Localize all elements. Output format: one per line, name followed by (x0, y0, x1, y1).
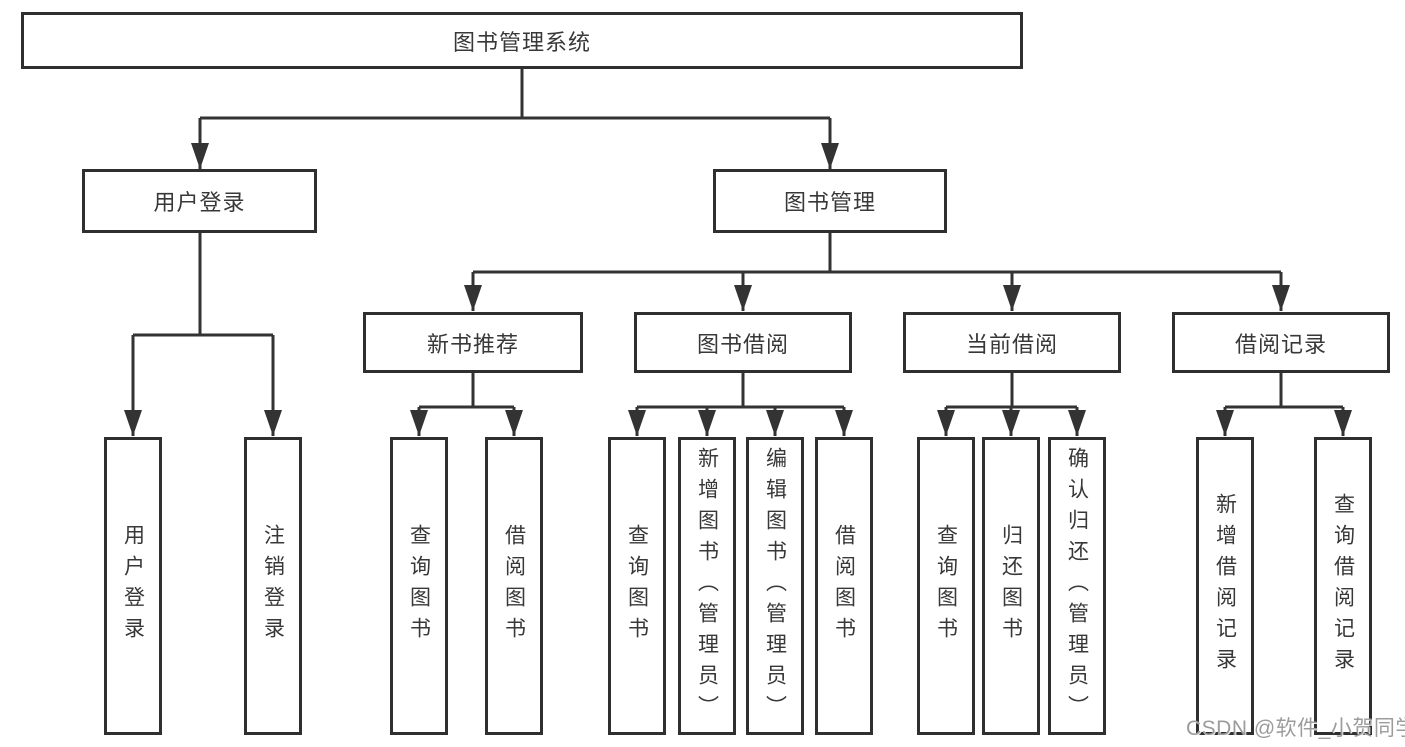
leaf-borrow-books-1: 借阅图书 (485, 437, 543, 735)
leaf-edit-book-admin: 编辑图书（管理员） (746, 437, 804, 735)
leaf-user-login: 用户登录 (104, 437, 162, 735)
node-root: 图书管理系统 (21, 12, 1023, 69)
node-borrow-records: 借阅记录 (1172, 312, 1390, 373)
leaf-add-borrow-record: 新增借阅记录 (1196, 437, 1254, 735)
node-book-management: 图书管理 (713, 169, 947, 233)
leaf-borrow-books-2: 借阅图书 (815, 437, 873, 735)
leaf-logout: 注销登录 (244, 437, 302, 735)
leaf-add-book-admin: 新增图书（管理员） (678, 437, 736, 735)
leaf-query-borrow-record: 查询借阅记录 (1314, 437, 1372, 735)
node-user-login: 用户登录 (82, 169, 317, 233)
leaf-query-books-3: 查询图书 (917, 437, 975, 735)
leaf-return-books: 归还图书 (982, 437, 1040, 735)
leaf-confirm-return-admin: 确认归还（管理员） (1048, 437, 1106, 735)
watermark: CSDN @软件_小贺同学 (1186, 717, 1405, 740)
node-new-book-recommend: 新书推荐 (363, 312, 583, 373)
leaf-query-books-1: 查询图书 (390, 437, 448, 735)
node-book-borrow: 图书借阅 (634, 312, 852, 373)
node-current-borrow: 当前借阅 (903, 312, 1121, 373)
leaf-query-books-2: 查询图书 (608, 437, 666, 735)
